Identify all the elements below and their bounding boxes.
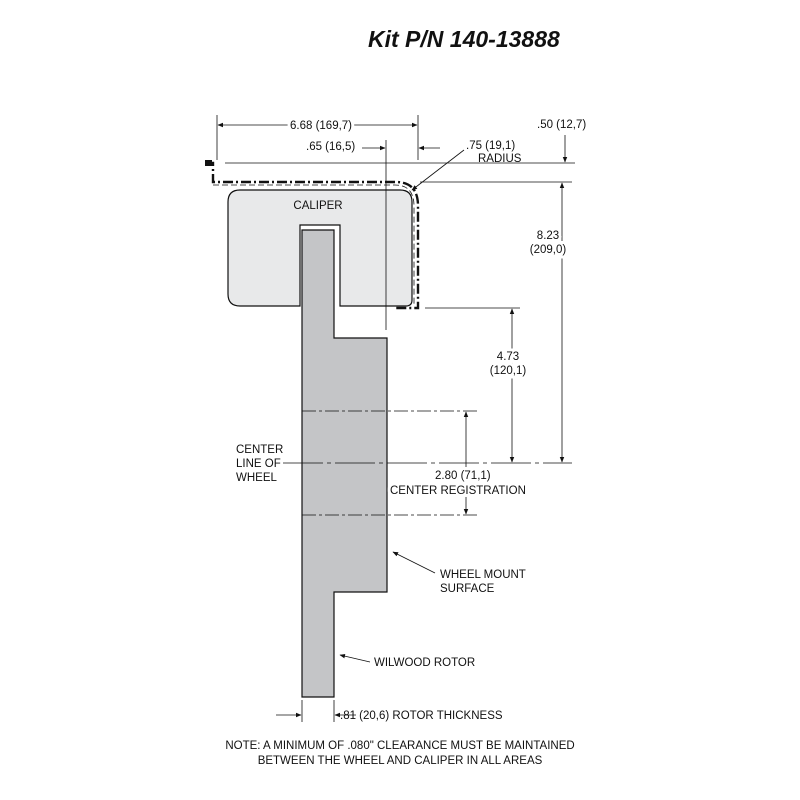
center-registration-label: CENTER REGISTRATION xyxy=(390,485,526,497)
dim-overall-width-text: 6.68 (169,7) xyxy=(290,120,352,132)
note-line-2: BETWEEN THE WHEEL AND CALIPER IN ALL ARE… xyxy=(257,755,543,767)
center-registration-value: 2.80 (71,1) xyxy=(435,470,491,482)
caliper-body xyxy=(227,189,413,307)
wheel-profile-envelope xyxy=(206,161,420,310)
wheel-mount-leader xyxy=(392,551,436,574)
dim-radius-label: RADIUS xyxy=(478,153,522,165)
dim-mount-height-text-2: (120,1) xyxy=(490,365,527,377)
rotor-label: WILWOOD ROTOR xyxy=(374,657,475,669)
wheel-profile-corner-mark xyxy=(205,160,212,166)
dim-total-height-text-2: (209,0) xyxy=(530,244,567,256)
dim-top-clearance-text: .50 (12,7) xyxy=(537,119,586,131)
center-line-label-2: LINE OF xyxy=(236,458,281,470)
dim-caliper-offset-text: .65 (16,5) xyxy=(306,141,355,153)
center-line-label-3: WHEEL xyxy=(236,472,278,484)
wilwood-rotor xyxy=(301,229,388,698)
caliper-label: CALIPER xyxy=(293,200,342,212)
wheel-mount-label-2: SURFACE xyxy=(440,583,495,595)
wheel-mount-label-1: WHEEL MOUNT xyxy=(440,569,526,581)
rotor-leader xyxy=(339,653,371,663)
note-line-1: NOTE: A MINIMUM OF .080" CLEARANCE MUST … xyxy=(225,740,575,752)
dim-mount-height-text-1: 4.73 xyxy=(497,351,519,363)
kit-part-number-title: Kit P/N 140-13888 xyxy=(368,26,560,52)
wheel-profile-inner xyxy=(213,184,415,305)
dim-radius-text: .75 (19,1) xyxy=(466,140,515,152)
clearance-note: NOTE: A MINIMUM OF .080" CLEARANCE MUST … xyxy=(190,739,610,769)
dim-total-height-text-1: 8.23 xyxy=(537,230,559,242)
dim-radius-leader xyxy=(411,149,465,191)
center-line-label-1: CENTER xyxy=(236,444,283,456)
rotor-thickness-text: .81 (20,6) ROTOR THICKNESS xyxy=(340,710,503,722)
